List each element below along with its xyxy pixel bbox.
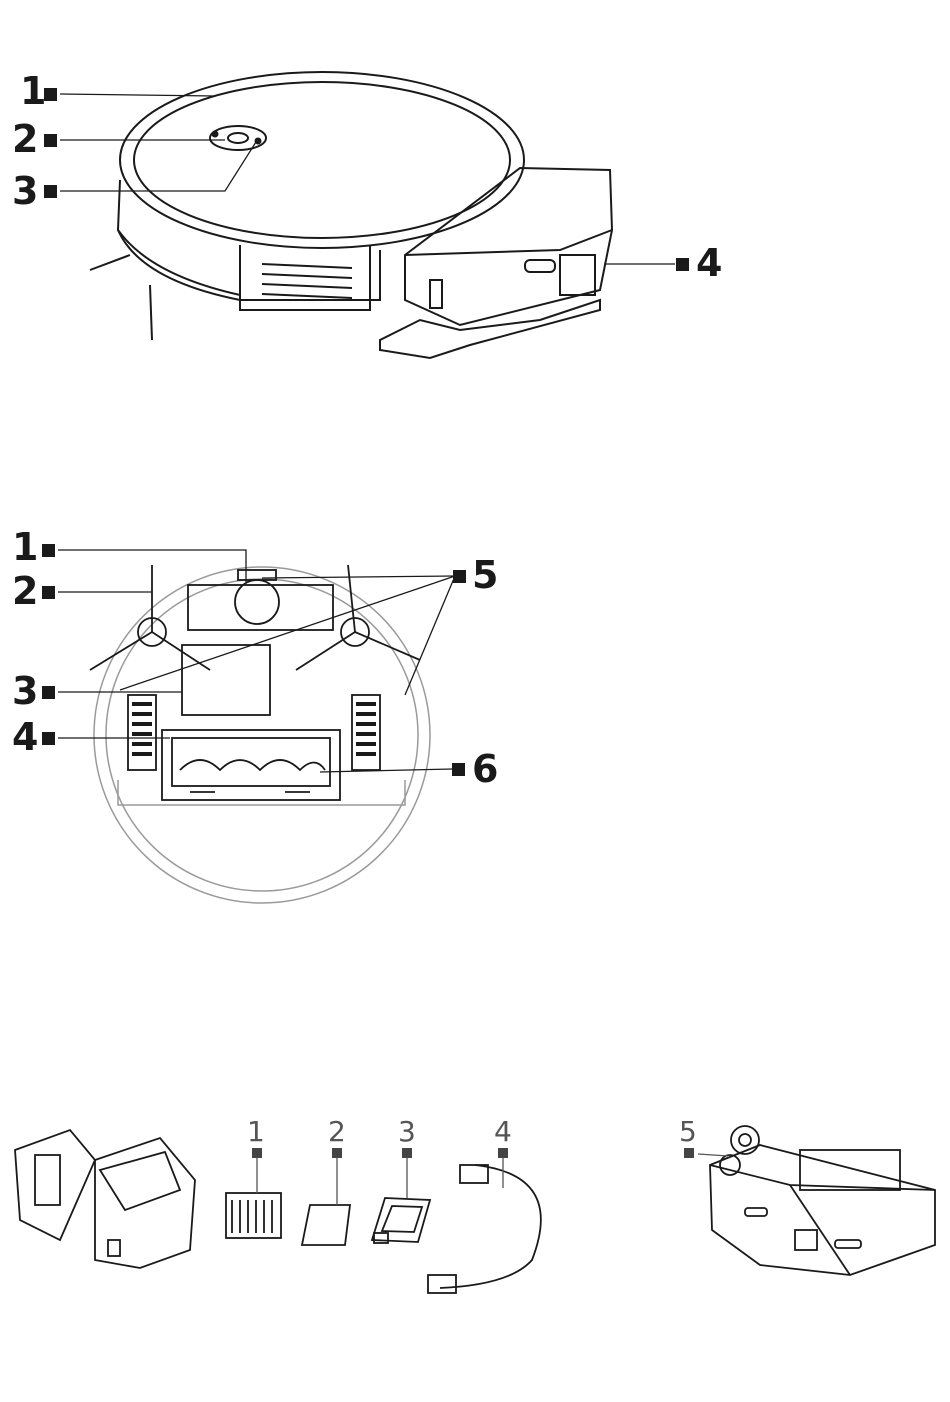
bottom-label-1: 1 [12, 528, 38, 566]
top-label-4: 4 [696, 244, 722, 282]
bottom-marker-6 [452, 763, 465, 776]
bottom-marker-2 [42, 586, 55, 599]
top-label-3: 3 [12, 172, 38, 210]
acc-label-2: 2 [328, 1118, 346, 1146]
robot-top-drawing [0, 0, 950, 420]
accessories-drawing [0, 1110, 950, 1310]
figure-top-view: 1 2 3 4 [0, 0, 950, 420]
bottom-label-4: 4 [12, 718, 38, 756]
bottom-label-5: 5 [472, 556, 498, 594]
bottom-marker-4 [42, 732, 55, 745]
acc-marker-5 [684, 1148, 694, 1158]
acc-label-5: 5 [679, 1118, 697, 1146]
acc-marker-3 [402, 1148, 412, 1158]
acc-label-1: 1 [247, 1118, 265, 1146]
top-label-2: 2 [12, 120, 38, 158]
figure-bottom-view: 1 2 3 4 5 6 [0, 520, 950, 910]
acc-marker-1 [252, 1148, 262, 1158]
top-label-1: 1 [20, 72, 46, 110]
acc-marker-2 [332, 1148, 342, 1158]
top-marker-4 [676, 258, 689, 271]
bottom-marker-5 [453, 570, 466, 583]
acc-marker-4 [498, 1148, 508, 1158]
bottom-label-3: 3 [12, 672, 38, 710]
bottom-label-6: 6 [472, 750, 498, 788]
top-marker-2 [44, 134, 57, 147]
bottom-marker-1 [42, 544, 55, 557]
top-marker-3 [44, 185, 57, 198]
top-marker-1 [44, 88, 57, 101]
bottom-marker-3 [42, 686, 55, 699]
figure-accessories: 1 2 3 4 5 [0, 1110, 950, 1310]
bottom-label-2: 2 [12, 572, 38, 610]
acc-label-3: 3 [398, 1118, 416, 1146]
acc-label-4: 4 [494, 1118, 512, 1146]
